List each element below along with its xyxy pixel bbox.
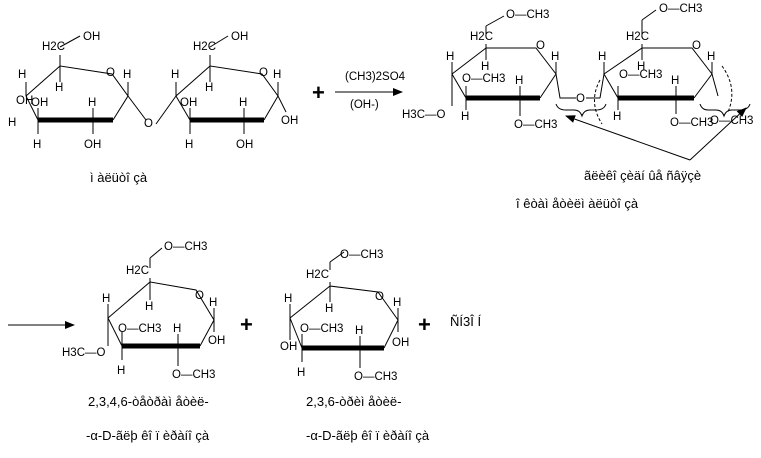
maltose-left-oh4: OH [16, 95, 33, 107]
maltose-right-ring [155, 35, 287, 134]
tetramethyl-ring-o: O [195, 290, 204, 302]
methylated-left-h2: H [515, 75, 523, 87]
methanol-label: ÑÍ3Î Í [450, 314, 481, 329]
methyl-maltoside-caption: î êòàì åòèëì àëüòî çà [515, 196, 639, 211]
methylated-right-och3-3: O—CH3 [619, 69, 662, 81]
maltose-left-h-c2: H [88, 97, 96, 109]
glycosidic-bond-pointers [565, 107, 747, 161]
tetramethyl-h2c: H2C [126, 265, 149, 277]
maltose-left-h1: H [123, 69, 131, 81]
trimethyl-oh1: OH [392, 337, 409, 349]
trimethyl-caption-line2: -α-D-ãëþ êî ï èðàíî çà [306, 428, 430, 443]
methylated-left-h5: H [481, 61, 489, 73]
plus-sign-2: + [240, 312, 253, 337]
trimethyl-och3-6: O—CH3 [340, 249, 383, 261]
maltose-left-ring [25, 35, 147, 134]
maltose-left-oh6: OH [83, 31, 100, 43]
maltose-bridge-o: O [144, 118, 153, 130]
trimethyl-glucose-structure: O—CH3 H2C O H H O—CH3 H OH H O—CH3 H OH [280, 249, 409, 383]
tetramethyl-caption-line1: 2,3,4,6-òåòðàì åòèë- [88, 394, 209, 409]
trimethyl-och3-2: O—CH3 [354, 371, 397, 383]
trimethyl-h3: H [297, 367, 305, 379]
tetramethyl-och3-6: O—CH3 [164, 241, 207, 253]
cleavage-arc-left [594, 79, 603, 125]
tetramethyl-glucose-structure: O—CH3 H2C O H H O—CH3 H H3C—O H O—CH3 H … [62, 241, 225, 381]
trimethyl-caption-line1: 2,3,6-òðèì åòèë- [306, 394, 401, 409]
tetramethyl-h4: H [102, 293, 110, 305]
tetramethyl-och3-3: O—CH3 [118, 323, 161, 335]
methylated-left-och3-4: H3C—O [402, 109, 446, 121]
cleavage-arc-right [721, 65, 733, 113]
maltose-left-ring-o: O [106, 67, 115, 79]
glycosidic-bonds-caption: ãëèêî çèäí ûå ñâÿçè [584, 168, 701, 183]
tetramethyl-och3-4: H3C—O [62, 347, 106, 359]
maltose-right-oh6: OH [231, 31, 248, 43]
trimethyl-och3-3: O—CH3 [300, 323, 343, 335]
maltose-right-h2: H [239, 97, 247, 109]
trimethyl-h2c: H2C [306, 269, 329, 281]
tetramethyl-caption-line2: -α-D-ãëþ êî ï èðàíî çà [86, 428, 210, 443]
trimethyl-h1: H [393, 297, 401, 309]
methylated-left-ring-o: O [536, 40, 545, 52]
maltose-right-oh1: OH [281, 115, 298, 127]
plus-sign-3: + [418, 312, 431, 337]
maltose-left-h2c: H2C [42, 41, 65, 53]
octamethyl-maltoside-structure: O—CH3 H2C O H H O—CH3 H H3C—O H O—CH3 H … [402, 3, 753, 131]
reagent-arrow: (CH3)2SO4 (OH-) [335, 71, 406, 111]
methylated-right-h2: H [671, 75, 679, 87]
methylated-right-och3-2: O—CH3 [670, 117, 713, 129]
maltose-right-h2c: H2C [193, 41, 216, 53]
trimethyl-h4: H [284, 293, 292, 305]
maltose-right-h5: H [205, 82, 213, 94]
tetramethyl-och3-2: O—CH3 [172, 369, 215, 381]
methylated-right-h1: H [707, 51, 715, 63]
methylated-left-och3-6: O—CH3 [506, 9, 549, 21]
trimethyl-oh4: OH [280, 341, 297, 353]
maltose-right-h1: H [273, 69, 281, 81]
maltose-left-h2: H [33, 139, 41, 151]
maltose-structure: H2C OH O H H OH OH H H H OH H O [8, 31, 298, 151]
methylated-right-och3-6: O—CH3 [659, 3, 702, 15]
maltose-left-h3: H [8, 117, 16, 129]
trimethyl-h2: H [355, 325, 363, 337]
maltose-caption: ì àëüòî çà [90, 170, 148, 185]
maltose-left-h5: H [55, 82, 63, 94]
maltose-right-oh2: OH [236, 139, 253, 151]
maltose-left-oh2: OH [84, 139, 101, 151]
trimethyl-ring-o: O [375, 291, 384, 303]
reagent-label: (CH3)2SO4 [345, 71, 406, 83]
methylated-right-h2c: H2C [626, 31, 649, 43]
maltose-left-h4: H [18, 69, 26, 81]
tetramethyl-h1: H [209, 297, 217, 309]
condition-label: (OH-) [350, 99, 379, 111]
tetramethyl-h5: H [145, 301, 153, 313]
methylated-right-h5: H [637, 61, 645, 73]
maltose-right-ring-o: O [259, 67, 268, 79]
methylated-left-och3-2: O—CH3 [514, 119, 557, 131]
methylated-right-h3: H [613, 111, 621, 123]
tetramethyl-h2: H [173, 323, 181, 335]
methylated-left-och3-3: O—CH3 [462, 73, 505, 85]
trimethyl-h5: H [325, 303, 333, 315]
methylated-bridge-o: O [576, 93, 585, 105]
methylated-right-ring-o: O [692, 40, 701, 52]
methylated-left-h1: H [551, 51, 559, 63]
tetramethyl-h3: H [117, 365, 125, 377]
tetramethyl-oh1: OH [208, 335, 225, 347]
methylated-left-h3: H [461, 111, 469, 123]
methylated-left-h4: H [446, 51, 454, 63]
maltose-left-oh3: OH [31, 97, 48, 109]
maltose-right-h4: H [171, 69, 179, 81]
methylated-right-h4: H [598, 51, 606, 63]
methylated-left-h2c: H2C [470, 31, 493, 43]
plus-sign-1: + [312, 80, 325, 105]
cleavage-bracket-left [555, 103, 607, 118]
maltose-right-oh3: OH [180, 97, 197, 109]
maltose-right-h3: H [185, 139, 193, 151]
